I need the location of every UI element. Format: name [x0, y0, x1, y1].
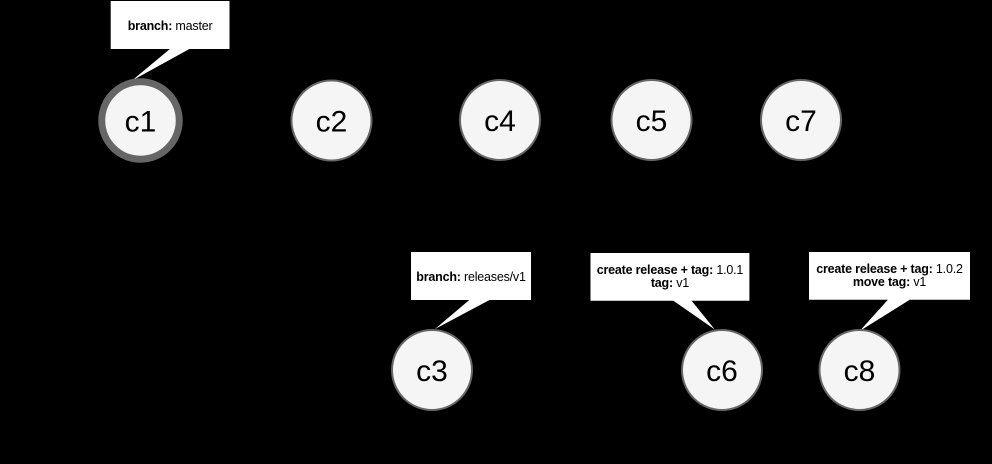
svg-text:c2: c2 [316, 105, 348, 138]
svg-text:c4: c4 [484, 105, 516, 138]
svg-text:c6: c6 [706, 355, 738, 388]
svg-text:c3: c3 [416, 355, 448, 388]
svg-text:c7: c7 [785, 105, 817, 138]
svg-text:c1: c1 [125, 105, 157, 138]
svg-text:c8: c8 [844, 355, 876, 388]
svg-text:c5: c5 [636, 105, 668, 138]
